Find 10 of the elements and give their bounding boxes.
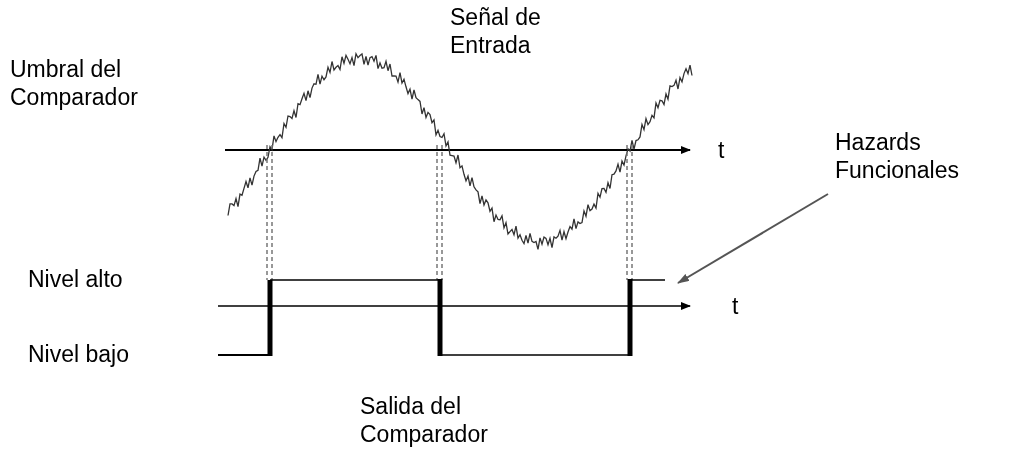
threshold-label: Umbral del Comparador	[10, 55, 139, 111]
axis-label: t	[718, 136, 726, 164]
high-level-label: Nivel alto	[28, 265, 124, 293]
axis-label: t	[732, 292, 740, 320]
annotation-text: Hazards Funcionales	[835, 128, 1035, 184]
input-signal-label: Señal de Entrada	[450, 3, 542, 59]
leader-line	[677, 193, 829, 284]
output-rising-edge	[627, 279, 666, 356]
low-level-label: Nivel bajo	[28, 340, 130, 368]
output-signal-label: Salida del Comparador	[360, 392, 489, 448]
